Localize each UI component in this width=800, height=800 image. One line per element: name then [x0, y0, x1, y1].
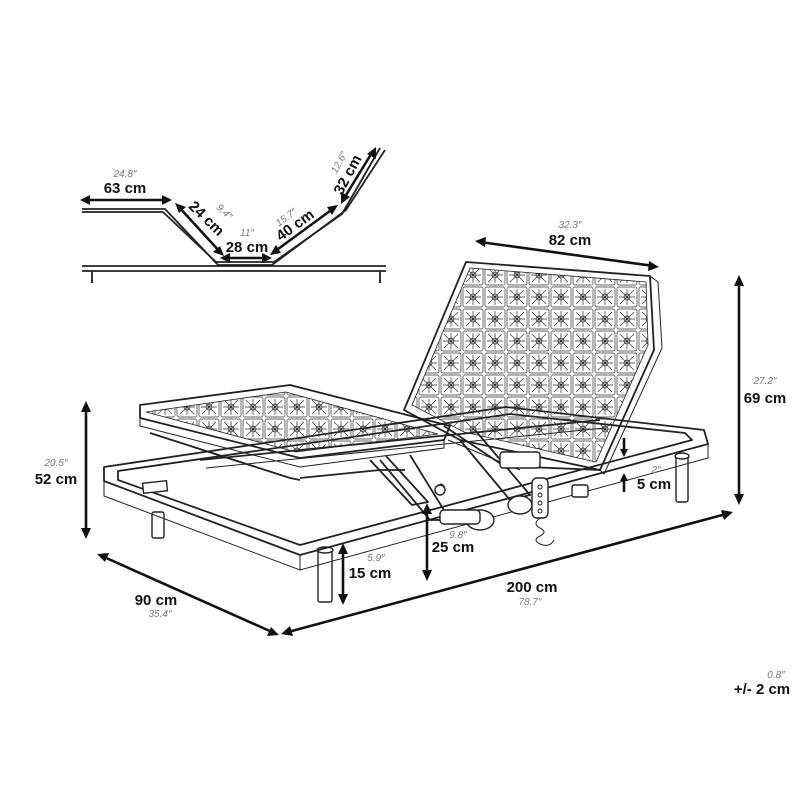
label-5cm-inch: 2″	[650, 465, 661, 476]
bed-arrows	[81, 237, 744, 636]
foot-section-support	[149, 432, 301, 481]
profile-arrows	[80, 147, 376, 263]
label-69cm: 69 cm	[744, 390, 787, 407]
label-15cm: 15 cm	[349, 565, 392, 582]
label-69cm-inch: 27.2″	[752, 376, 776, 387]
remote-cord	[535, 517, 555, 546]
label-28cm-inch: 11″	[240, 228, 254, 239]
base-frame-inner	[117, 413, 693, 546]
label-200cm-inch: 78.7″	[518, 597, 541, 608]
label-90cm-inch: 35.4″	[148, 609, 171, 620]
side-profile-diagram	[82, 147, 386, 283]
arrow-24cm	[177, 205, 222, 254]
arrow-200cm	[287, 512, 727, 634]
leg-back-left	[151, 511, 165, 539]
foot-section-frame	[139, 384, 451, 459]
foot-section-slats	[145, 391, 439, 453]
label-tolerance-inch: 0.8″	[767, 670, 785, 681]
arrow-90cm	[103, 555, 273, 634]
label-200cm: 200 cm	[507, 579, 558, 596]
leg-front-left	[317, 549, 333, 603]
dimension-labels: 24.8″ 63 cm 9.4″ 24 cm 11″ 28 cm 15.7″ 4…	[35, 150, 790, 698]
bed-illustration	[103, 261, 709, 603]
arrow-40cm	[273, 206, 335, 254]
label-28cm: 28 cm	[226, 239, 269, 256]
label-63cm-inch: 24.8″	[112, 169, 136, 180]
head-section-slats	[411, 267, 649, 463]
label-90cm: 90 cm	[135, 592, 178, 609]
label-25cm: 25 cm	[432, 539, 475, 556]
label-52cm: 52 cm	[35, 471, 78, 488]
label-63cm: 63 cm	[104, 180, 147, 197]
label-52cm-inch: 20.5″	[43, 458, 67, 469]
arrow-82cm	[479, 240, 655, 268]
label-82cm: 82 cm	[549, 232, 592, 249]
profile-mattress-outline	[82, 149, 386, 266]
label-15cm-inch: 5.9″	[367, 553, 385, 564]
remote-control	[531, 477, 549, 519]
label-25cm-inch: 9.8″	[449, 530, 467, 541]
label-tolerance: +/- 2 cm	[734, 681, 790, 698]
arrow-32cm	[341, 150, 375, 201]
label-82cm-inch: 32.3″	[558, 220, 581, 231]
profile-mattress-outline-inner	[82, 147, 381, 263]
label-5cm: 5 cm	[637, 476, 671, 493]
leg-back-right	[675, 455, 689, 503]
